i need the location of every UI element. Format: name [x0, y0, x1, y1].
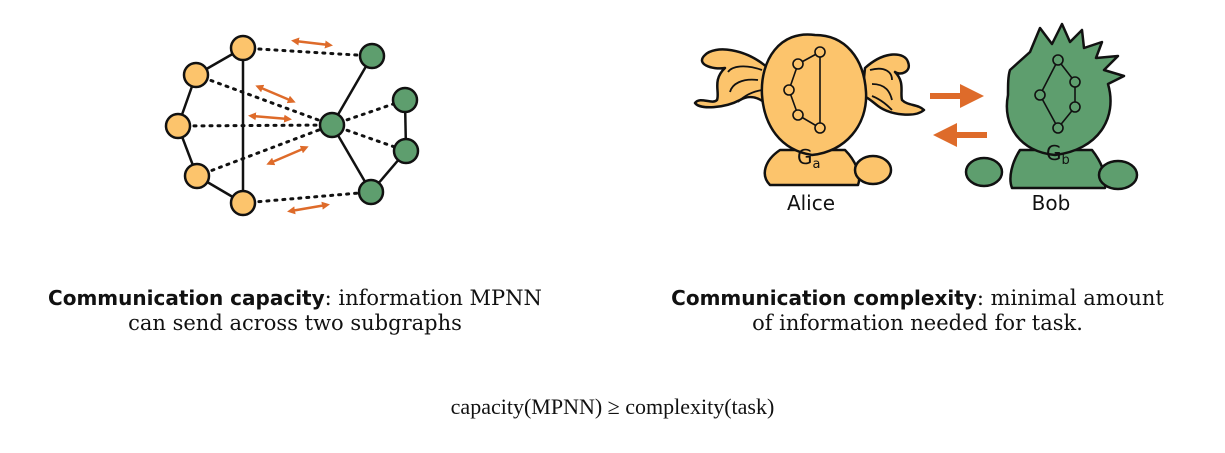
- graph-node: [358, 42, 386, 70]
- arrow-right-icon: [930, 84, 984, 108]
- graph-node: [357, 178, 385, 206]
- alice-body: [763, 148, 861, 187]
- graph-node: [229, 189, 257, 217]
- communication-capacity-caption: Communication capacity: information MPNN…: [20, 286, 570, 336]
- graph-node: [183, 162, 211, 190]
- graph-node: [792, 109, 804, 121]
- graph-node: [814, 122, 826, 134]
- capacity-definition-line1: : information MPNN: [324, 286, 542, 310]
- graph-node: [318, 111, 346, 139]
- graph-node: [1069, 76, 1081, 88]
- graph-node: [1052, 122, 1064, 134]
- graph-node: [1069, 101, 1081, 113]
- capacity-definition-line2: can send across two subgraphs: [128, 311, 462, 335]
- graph-gb-nodes: [1034, 54, 1081, 134]
- message-arrow: [291, 37, 333, 49]
- message-arrow: [255, 84, 296, 104]
- bob-left-ball: [964, 156, 1004, 188]
- graph-node: [792, 58, 804, 70]
- graph-node: [783, 84, 795, 96]
- graph-node: [164, 112, 192, 140]
- message-arrow: [248, 112, 292, 123]
- two-subgraph-graph: [164, 34, 420, 217]
- bob-head: [1005, 22, 1126, 157]
- bob-right-ball: [1097, 159, 1139, 191]
- graph-node: [814, 46, 826, 58]
- right-subgraph-nodes: [318, 42, 420, 206]
- graph-ga-nodes: [783, 46, 826, 134]
- complexity-definition-line1: : minimal amount: [976, 286, 1164, 310]
- gb-label: Gb: [1046, 141, 1070, 168]
- graph-node: [1034, 89, 1046, 101]
- message-arrows: [248, 37, 333, 215]
- alice-head: [760, 33, 868, 157]
- graph-node: [229, 34, 257, 62]
- graph-node: [391, 86, 419, 114]
- alice-left-pigtail: [693, 48, 770, 109]
- alice-right-pigtail: [860, 53, 926, 116]
- communication-complexity-caption: Communication complexity: minimal amount…: [640, 286, 1195, 336]
- bob-label: Bob: [1032, 191, 1071, 215]
- capacity-complexity-inequality: capacity(MPNN) ≥ complexity(task): [450, 394, 775, 419]
- message-arrow: [266, 145, 309, 166]
- message-arrow: [287, 201, 330, 215]
- capacity-term: Communication capacity: [48, 286, 325, 310]
- graph-node: [182, 61, 210, 89]
- exchange-arrows: [930, 84, 987, 147]
- graph-node: [392, 137, 420, 165]
- arrow-left-icon: [933, 123, 987, 147]
- left-subgraph-nodes: [164, 34, 257, 217]
- alice-ball: [853, 154, 893, 186]
- graph-node: [1052, 54, 1064, 66]
- bob-figure: [964, 22, 1139, 191]
- complexity-term: Communication complexity: [671, 286, 977, 310]
- complexity-definition-line2: of information needed for task.: [752, 311, 1083, 335]
- bob-body: [1009, 148, 1107, 190]
- ga-label: Ga: [797, 145, 820, 172]
- alice-figure: [693, 33, 926, 187]
- alice-label: Alice: [787, 191, 835, 215]
